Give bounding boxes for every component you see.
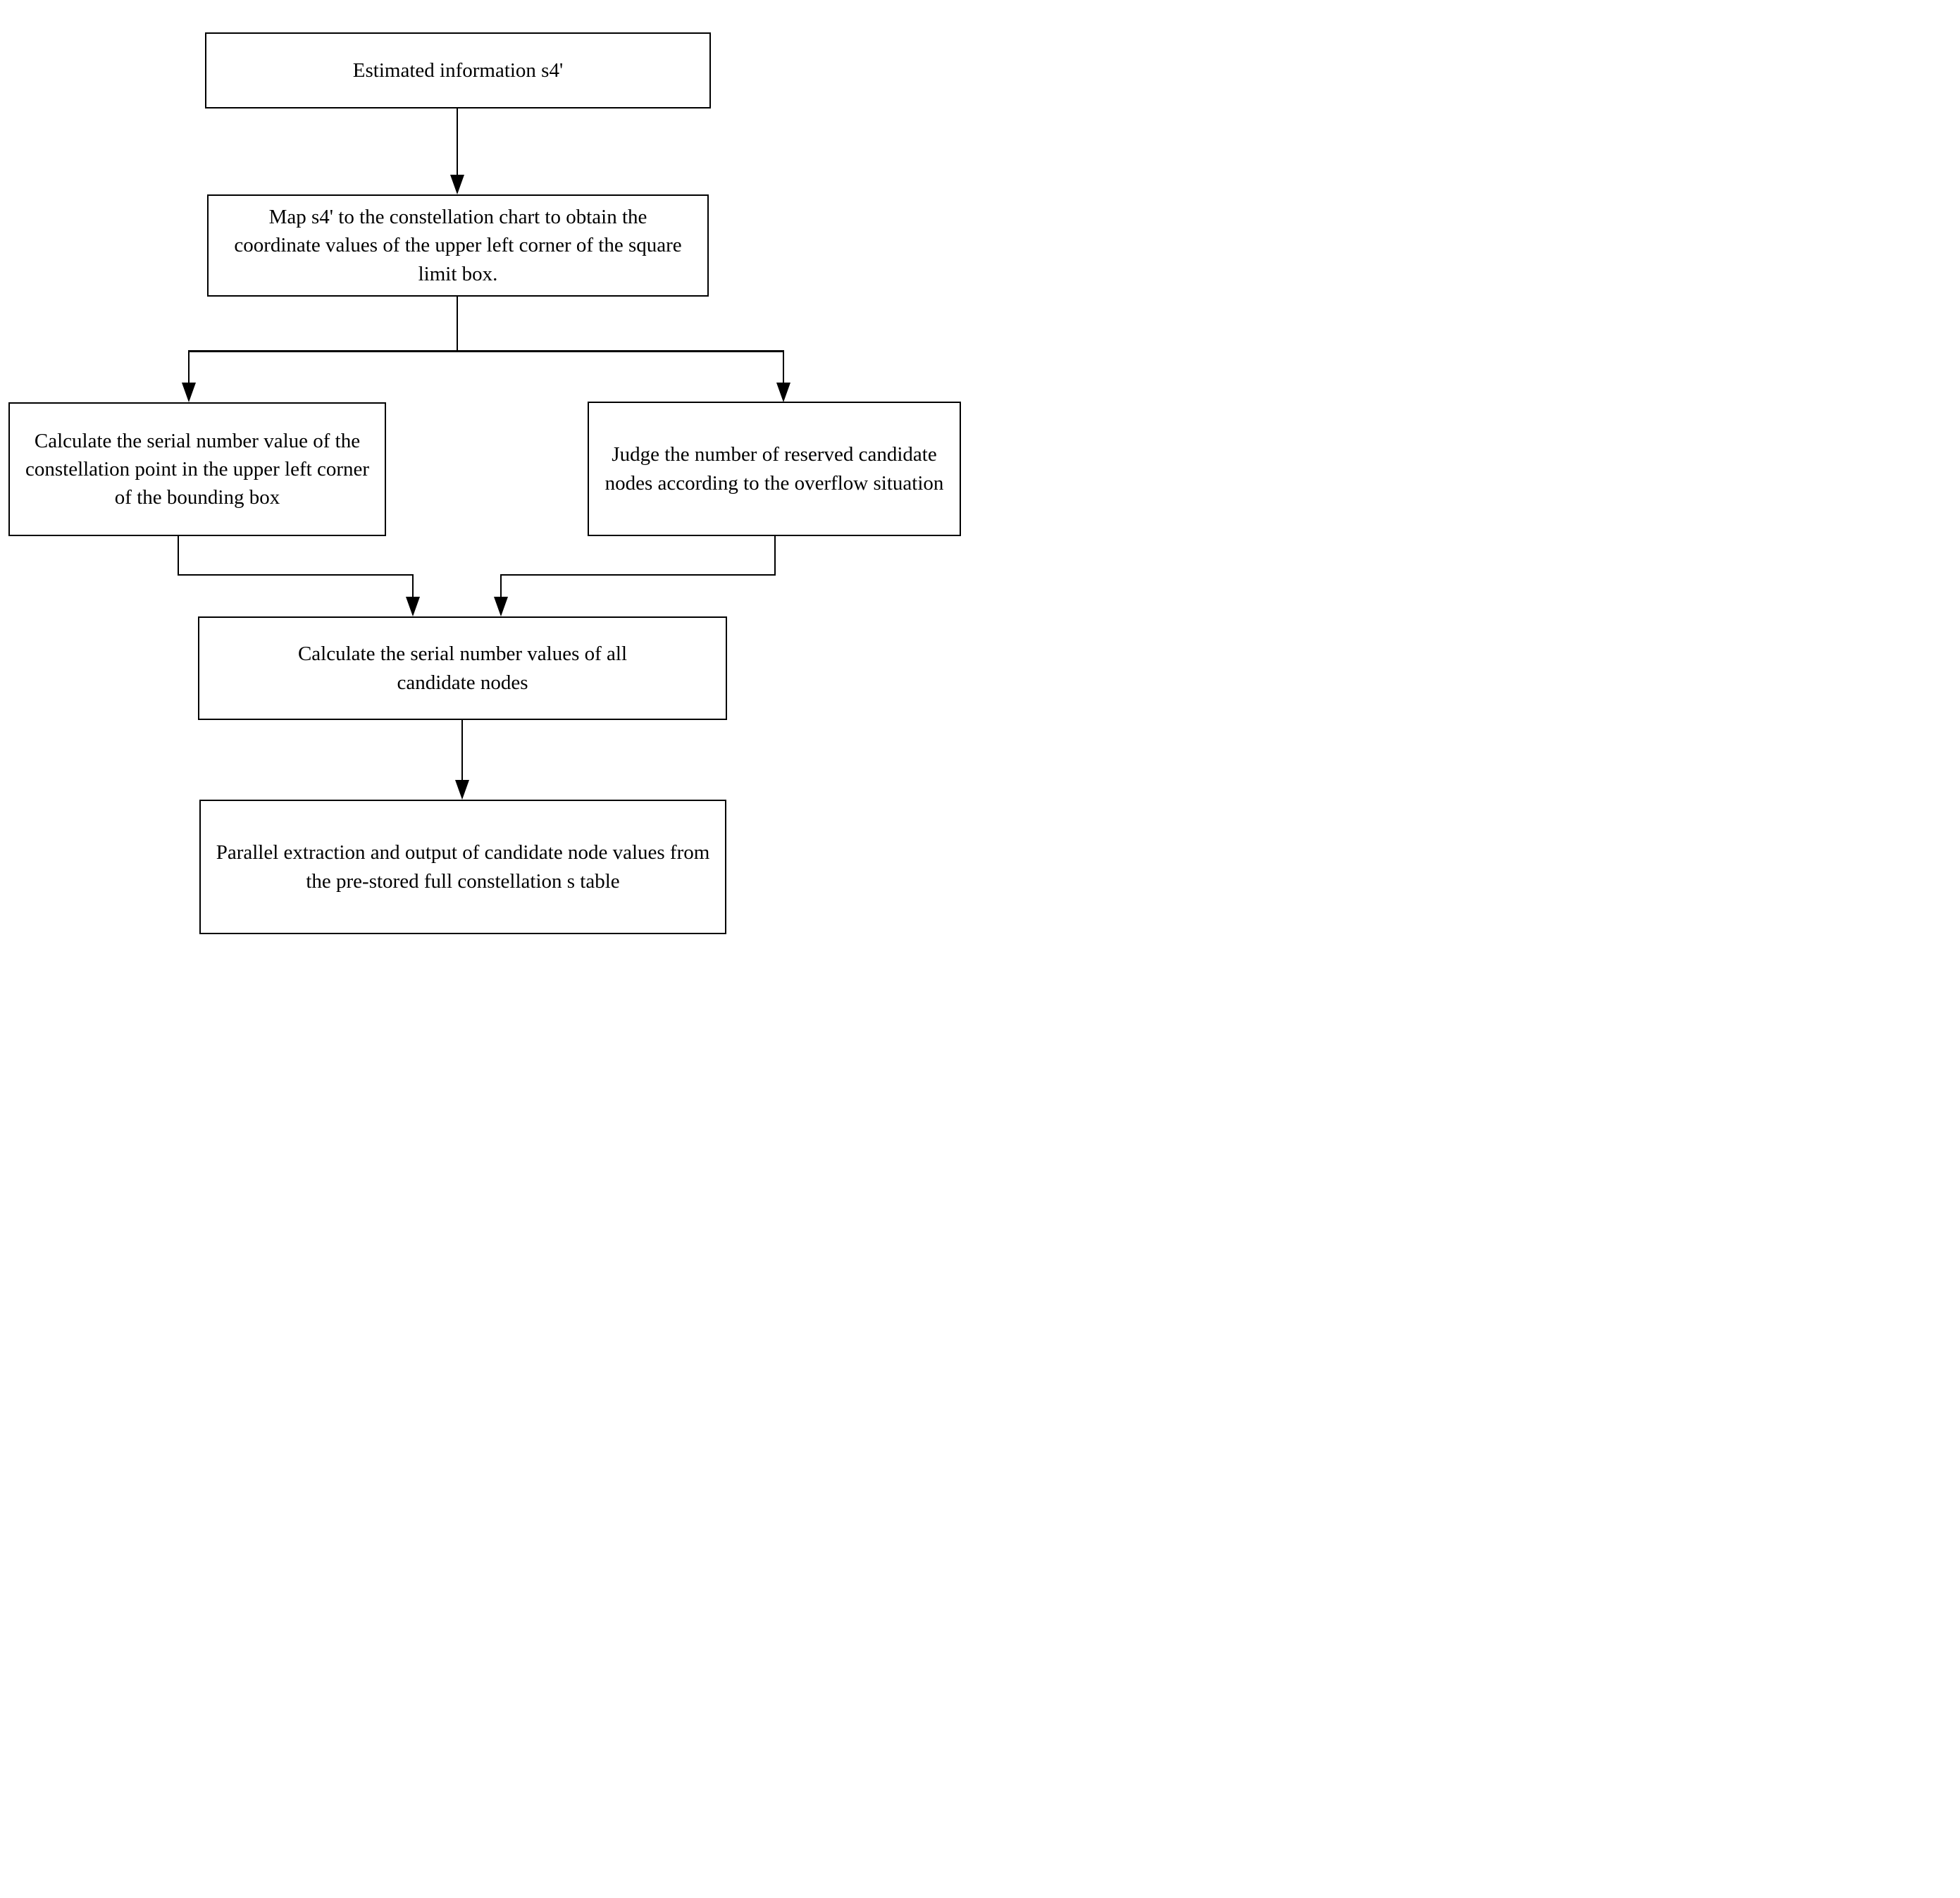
flow-node-map-to-constellation-label: Map s4' to the constellation chart to ob… [234, 206, 682, 285]
flow-node-calc-all-candidates: Calculate the serial number values of al… [198, 616, 727, 720]
arrowhead-down-icon [406, 597, 420, 616]
flow-node-calc-all-candidates-label: Calculate the serial number values of al… [297, 643, 628, 694]
flow-node-calc-serial-upper-left: Calculate the serial number value of the… [8, 402, 386, 536]
connector-stem-map-to-split [457, 297, 458, 351]
flow-node-estimated-information: Estimated information s4' [205, 32, 711, 108]
arrow-line-estimated-to-map [457, 108, 458, 175]
connector-descender-judge [774, 536, 776, 576]
arrowhead-down-icon [182, 383, 196, 402]
flow-node-estimated-information-label: Estimated information s4' [352, 58, 564, 82]
arrow-line-split-to-judge [783, 350, 784, 383]
flowchart-canvas: Estimated information s4' Map s4' to the… [0, 0, 980, 949]
flow-node-parallel-extraction-label: Parallel extraction and output of candid… [216, 841, 710, 893]
connector-descender-calc-serial [178, 536, 179, 576]
flow-node-judge-reserved-candidates-label: Judge the number of reserved candidate n… [604, 443, 944, 495]
arrow-line-calc-serial-to-calc-all [412, 574, 414, 597]
flow-node-map-to-constellation: Map s4' to the constellation chart to ob… [207, 194, 709, 297]
flow-node-parallel-extraction: Parallel extraction and output of candid… [199, 800, 726, 934]
arrow-line-split-to-calc-serial [188, 350, 190, 383]
connector-elbow-calc-serial [178, 574, 414, 576]
connector-elbow-judge [501, 574, 776, 576]
arrowhead-down-icon [776, 383, 790, 402]
arrowhead-down-icon [455, 780, 469, 800]
arrow-line-judge-to-calc-all [500, 574, 502, 597]
arrowhead-down-icon [494, 597, 508, 616]
arrowhead-down-icon [450, 175, 464, 194]
arrow-line-calc-all-to-parallel [461, 720, 463, 781]
flow-node-calc-serial-upper-left-label: Calculate the serial number value of the… [25, 429, 369, 509]
flow-node-judge-reserved-candidates: Judge the number of reserved candidate n… [588, 402, 961, 536]
connector-split-bar [189, 350, 784, 352]
